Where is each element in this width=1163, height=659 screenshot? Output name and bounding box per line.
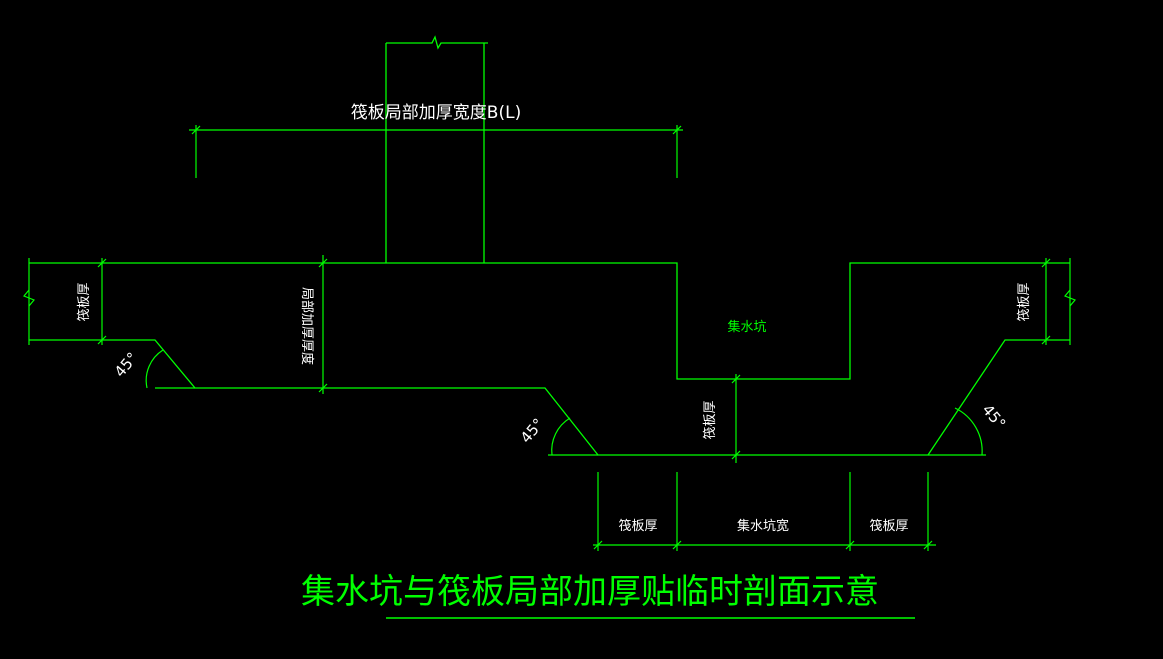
dimension-local-thickening-width	[189, 125, 683, 178]
dimension-local-thickening-thickness	[318, 255, 328, 394]
angle-marker-middle	[548, 417, 598, 456]
label-bottom-raft-thickness-right: 筏板厚	[869, 518, 908, 534]
outline-top-left	[29, 262, 1070, 380]
column-above	[385, 35, 488, 263]
angle-marker-right	[928, 407, 986, 456]
angle-marker-left	[145, 349, 195, 389]
label-local-thickening-thickness: 局部加厚厚度	[299, 287, 315, 365]
dimension-bottom	[593, 472, 936, 551]
label-bottom-raft-thickness-left: 筏板厚	[618, 518, 657, 534]
label-sump-width: 集水坑宽	[737, 518, 789, 534]
dimension-raft-thickness-right	[1041, 258, 1076, 345]
outline-bottom	[29, 339, 1070, 456]
label-sump: 集水坑	[727, 319, 766, 335]
section-outline	[29, 262, 1070, 456]
dimension-raft-thickness-pit	[731, 374, 741, 463]
label-raft-thickness-right: 筏板厚	[1016, 282, 1032, 321]
label-local-thickening-width: 筏板局部加厚宽度B(L)	[351, 103, 521, 123]
label-raft-thickness-left: 筏板厚	[76, 282, 92, 321]
diagram-title: 集水坑与筏板局部加厚贴临时剖面示意	[301, 572, 879, 612]
label-raft-thickness-pit: 筏板厚	[702, 400, 718, 439]
dimension-raft-thickness-left	[23, 258, 107, 345]
